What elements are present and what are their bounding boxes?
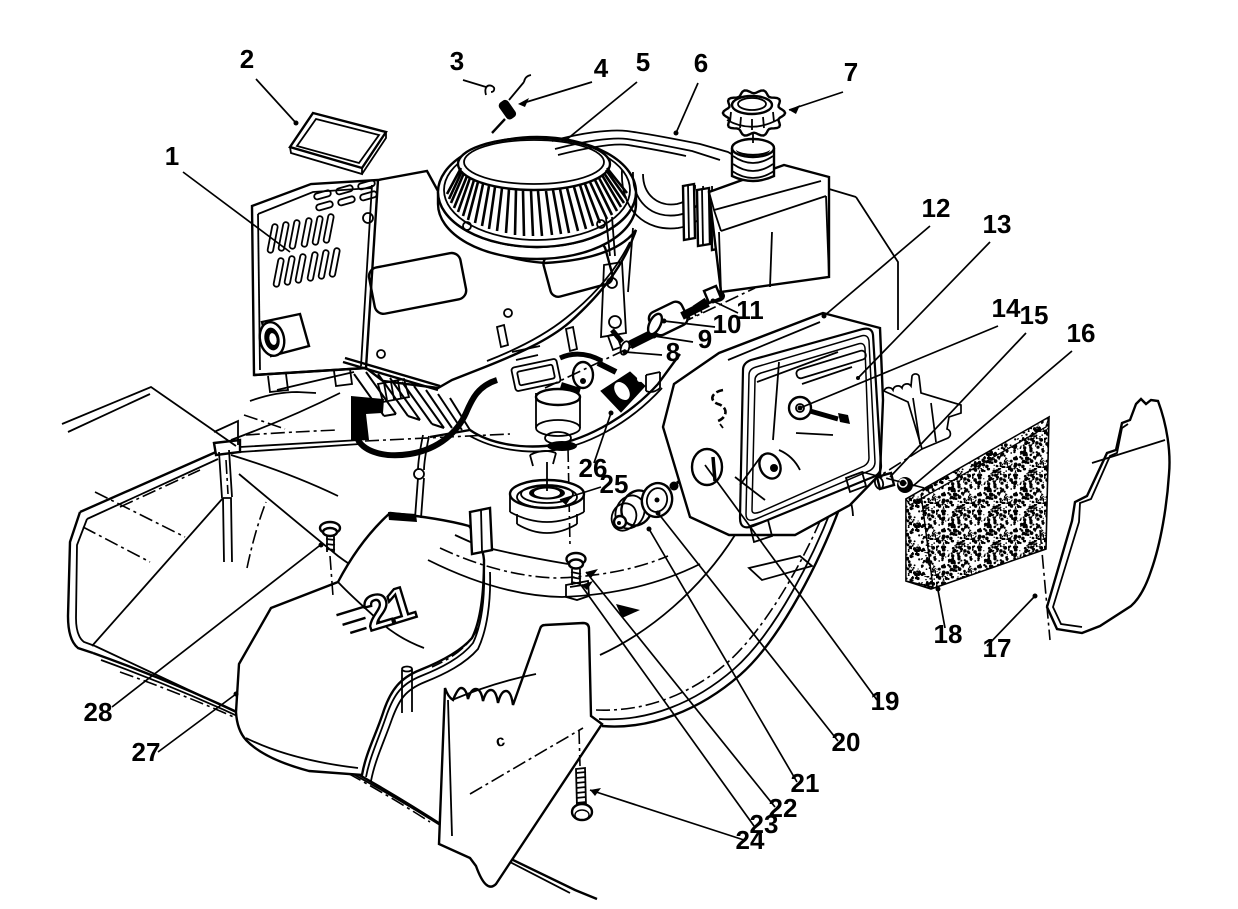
svg-text:18: 18 [934, 619, 963, 649]
svg-text:15: 15 [1020, 300, 1049, 330]
svg-text:21: 21 [791, 768, 820, 798]
svg-text:27: 27 [132, 737, 161, 767]
svg-text:1: 1 [165, 141, 179, 171]
svg-text:2: 2 [240, 44, 254, 74]
svg-text:5: 5 [636, 47, 650, 77]
svg-text:23: 23 [750, 809, 779, 839]
svg-text:22: 22 [769, 793, 798, 823]
svg-text:26: 26 [579, 453, 608, 483]
svg-text:c: c [494, 732, 506, 750]
svg-text:6: 6 [694, 48, 708, 78]
svg-text:16: 16 [1067, 318, 1096, 348]
svg-text:13: 13 [983, 209, 1012, 239]
svg-text:8: 8 [666, 337, 680, 367]
svg-text:3: 3 [450, 46, 464, 76]
svg-text:9: 9 [698, 324, 712, 354]
svg-text:20: 20 [832, 727, 861, 757]
svg-text:28: 28 [84, 697, 113, 727]
svg-text:19: 19 [871, 686, 900, 716]
svg-text:11: 11 [736, 295, 764, 325]
svg-text:4: 4 [594, 53, 609, 83]
svg-text:24: 24 [736, 825, 765, 855]
svg-text:17: 17 [983, 633, 1012, 663]
svg-text:12: 12 [922, 193, 951, 223]
svg-text:14: 14 [992, 293, 1021, 323]
svg-text:25: 25 [600, 469, 629, 499]
svg-text:10: 10 [713, 309, 742, 339]
svg-text:7: 7 [844, 57, 858, 87]
